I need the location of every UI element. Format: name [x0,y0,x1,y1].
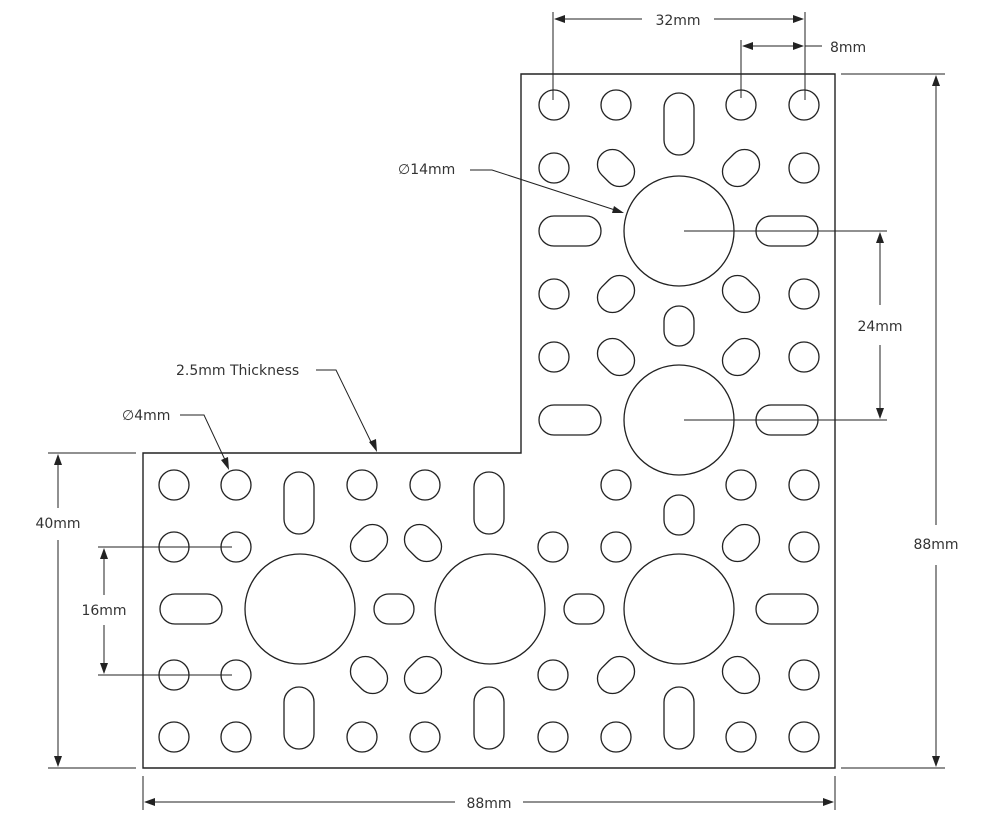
round-holes [158,89,820,753]
slots [159,92,819,750]
dim-label-88mm-height: 88mm [913,537,958,553]
dim-label-40mm: 40mm [35,516,80,532]
dim-width: 88mm [142,776,836,812]
dim-height: 88mm [841,73,959,769]
dim-thickness: 2.5mm Thickness [176,363,377,452]
dim-label-16mm: 16mm [81,603,126,619]
large-holes [244,175,735,665]
dim-top-spacing: 32mm [552,12,806,100]
dim-label-88mm-width: 88mm [466,796,511,812]
dim-label-thickness: 2.5mm Thickness [176,363,299,379]
dim-label-4mm: ∅4mm [122,408,170,424]
dim-small-hole: ∅4mm [122,408,229,470]
plate-outline [142,73,836,769]
dim-top-pitch: 8mm [740,40,866,98]
dim-label-8mm: 8mm [830,40,866,56]
dim-label-24mm: 24mm [857,319,902,335]
dim-large-hole: ∅14mm [398,162,624,213]
dim-label-14mm: ∅14mm [398,162,455,178]
dim-label-32mm: 32mm [655,13,700,29]
dim-short-leg: 40mm [35,452,136,769]
oblique-slots [343,142,767,701]
dim-small-spacing: 16mm [81,546,232,676]
dim-large-spacing: 24mm [684,230,903,421]
